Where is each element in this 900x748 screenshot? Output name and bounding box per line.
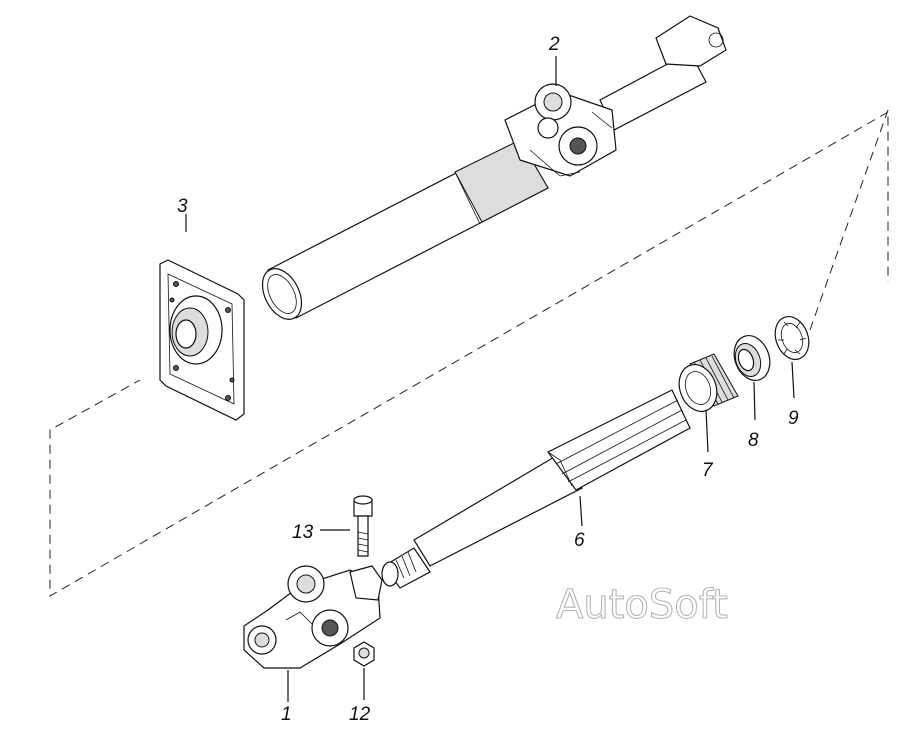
- part-3-flange-plate: [159, 259, 245, 421]
- part-7-lock-washer: [774, 316, 810, 360]
- callout-7: 9: [788, 408, 799, 429]
- part-1-lower-cardan-joint: [243, 565, 383, 669]
- callout-1: 1: [281, 704, 292, 725]
- part-2-upper-shaft-assembly: [261, 15, 727, 320]
- callout-6: 8: [748, 430, 759, 451]
- callout-2: 2: [548, 34, 560, 55]
- assembly-outline-dashed-lower: [49, 111, 889, 597]
- part-9-splined-shaft: [381, 389, 691, 589]
- leader-lines: [185, 56, 795, 702]
- callout-3: 3: [177, 196, 188, 217]
- part-8-knurled-sleeve: [678, 353, 739, 412]
- callout-12: 12: [349, 704, 371, 725]
- callout-9: 6: [574, 530, 585, 551]
- part-12-nut: [353, 641, 375, 667]
- callout-8: 7: [702, 460, 714, 481]
- assembly-outline-dashed: [809, 109, 889, 331]
- watermark-autosoft: AutoSoft: [556, 582, 728, 628]
- part-6-seal-ring: [733, 335, 771, 381]
- callout-13: 13: [292, 522, 314, 543]
- part-13-bolt: [353, 495, 373, 557]
